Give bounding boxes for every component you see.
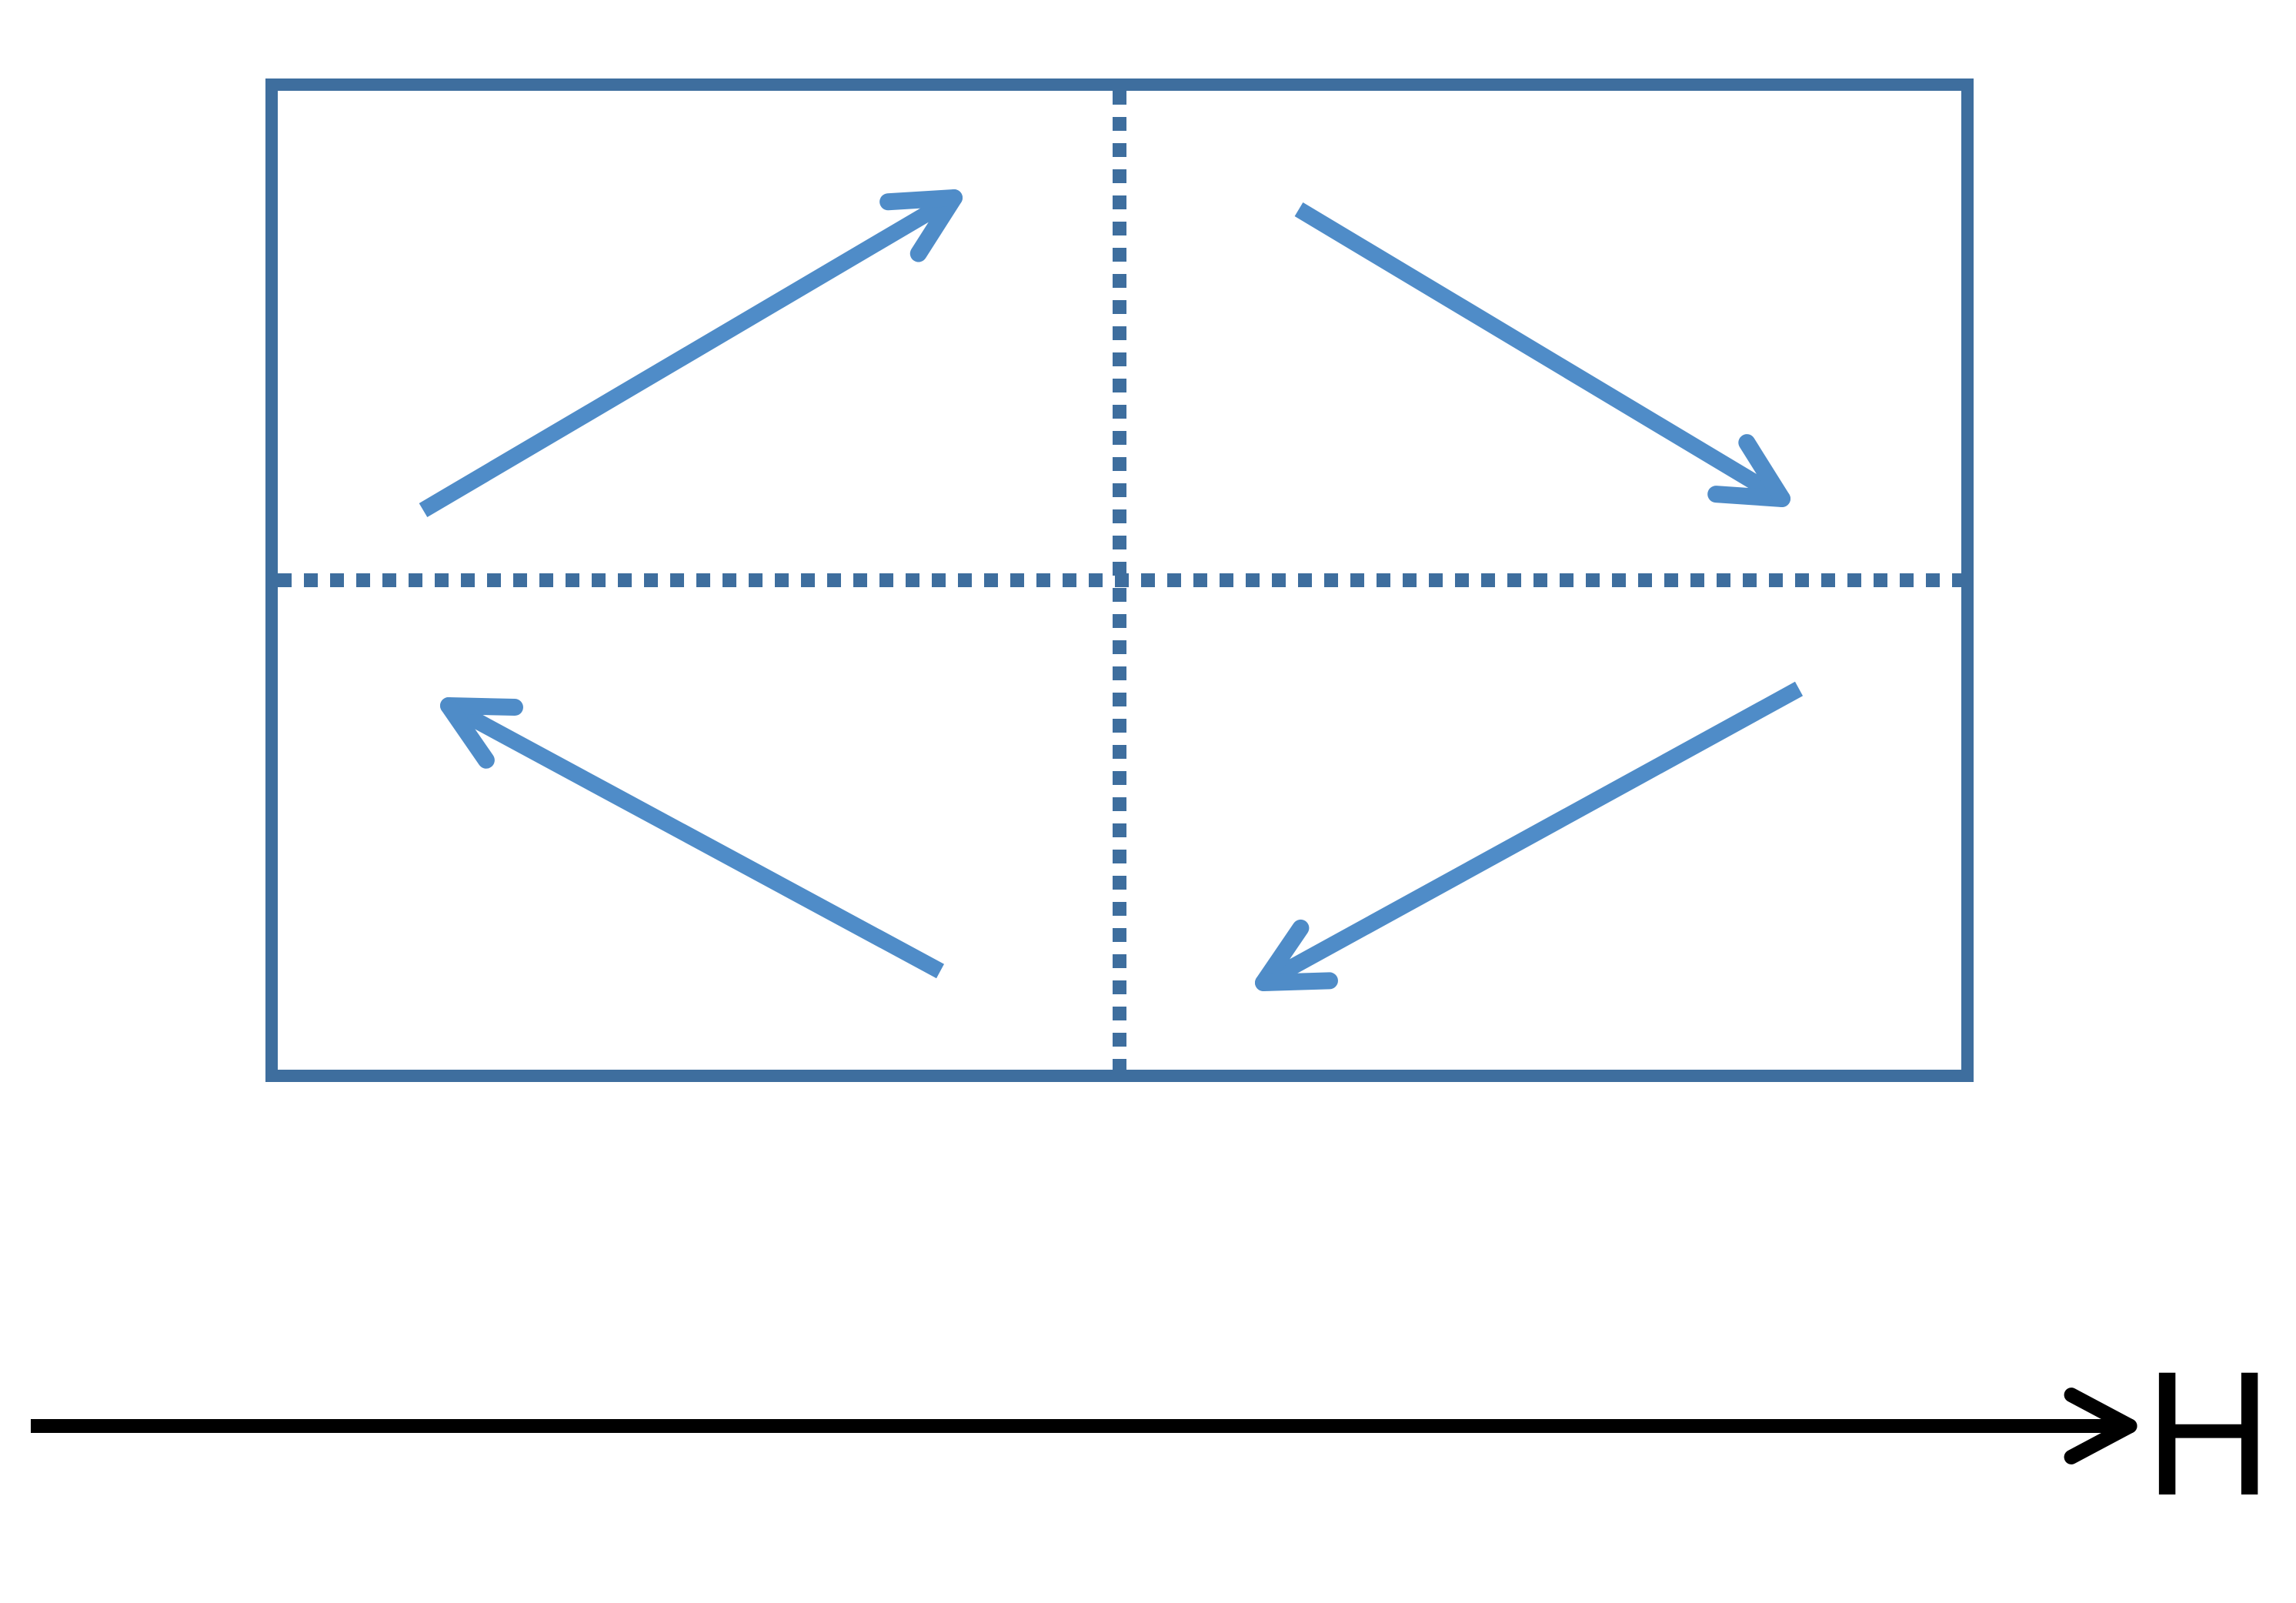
magnetization-arrow-top-right-quadrant-shaft (1294, 202, 1780, 502)
magnetization-arrow-top-right-quadrant-head-barb-1 (1707, 486, 1790, 507)
magnetization-arrow-bottom-left-quadrant-shaft (452, 702, 944, 979)
magnetization-arrow-bottom-left-quadrant (440, 697, 944, 979)
magnetization-arrow-top-right-quadrant (1294, 202, 1790, 507)
magnetization-arrow-bottom-right-quadrant (1255, 681, 1804, 991)
h-axis-arrow-head-barb-1 (2064, 1418, 2137, 1464)
magnetization-arrow-bottom-right-quadrant-shaft (1266, 681, 1804, 987)
magnetization-arrow-bottom-right-quadrant-head-barb-2 (1255, 972, 1338, 991)
h-axis-arrow-head-barb-2 (2064, 1388, 2137, 1434)
magnetization-arrow-bottom-right-quadrant-head-barb-1 (1255, 919, 1310, 991)
magnetization-arrow-top-left-quadrant-shaft (419, 195, 952, 518)
magnetization-arrow-top-left-quadrant (419, 189, 963, 518)
domain-arrows-group (419, 189, 1804, 991)
h-axis-label: H (2144, 1334, 2272, 1532)
magnetization-arrow-bottom-left-quadrant-head-barb-2 (440, 697, 495, 769)
h-axis-arrow (31, 1388, 2137, 1464)
domain-box-frame (265, 78, 1974, 1082)
domain-box (265, 78, 1974, 1082)
magnetization-arrow-top-left-quadrant-head-barb-1 (909, 189, 963, 262)
magnetization-arrow-top-left-quadrant-head-barb-2 (879, 189, 963, 211)
h-axis: H (31, 1334, 2272, 1532)
magnetization-arrow-bottom-left-quadrant-head-barb-1 (440, 697, 523, 716)
magnetization-arrow-top-right-quadrant-head-barb-2 (1738, 434, 1790, 507)
